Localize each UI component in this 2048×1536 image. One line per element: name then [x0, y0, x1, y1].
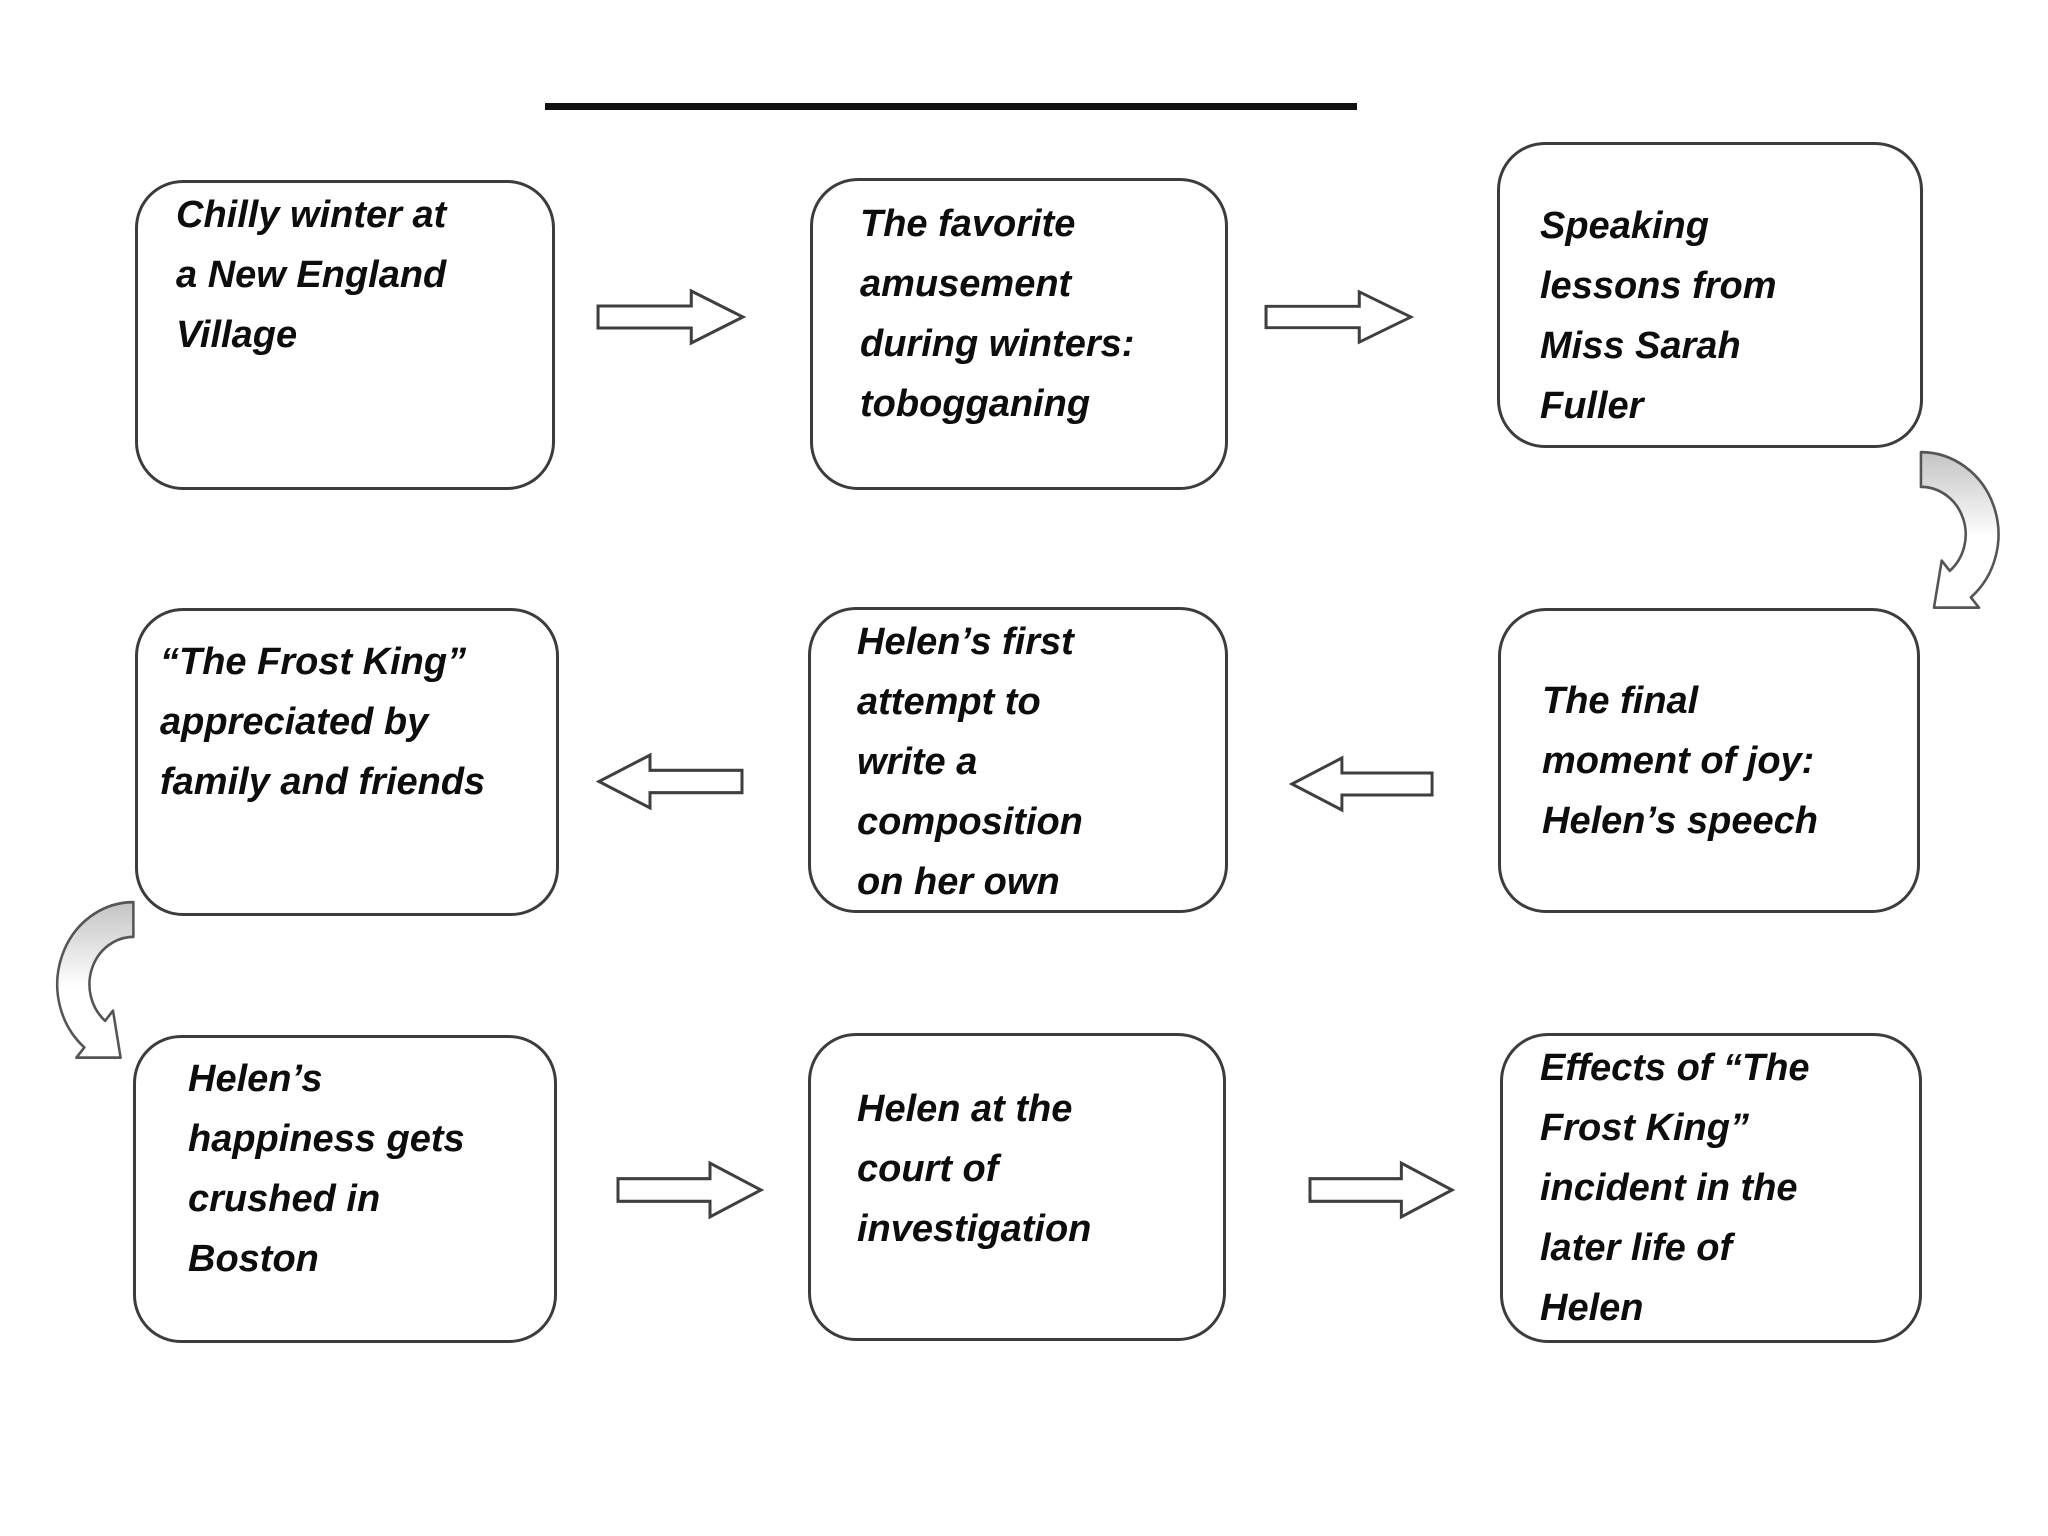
curved-arrow-down-icon-left [42, 893, 152, 1085]
curved-arrow-down-icon-right [1902, 443, 2014, 635]
flow-box-chilly-winter-text: Chilly winter at a New England Village [176, 194, 447, 356]
arrow-left-icon-b6-b5 [1288, 753, 1435, 815]
flow-box-favorite-amusement: The favorite amusement during winters: t… [810, 178, 1228, 490]
arrow-right-icon-b2-b3 [1263, 287, 1415, 347]
flow-box-happiness-crushed-text: Helen’s happiness gets crushed in Boston [188, 1058, 465, 1280]
flow-box-favorite-amusement-text: The favorite amusement during winters: t… [860, 203, 1135, 425]
flow-box-final-moment: The final moment of joy: Helen’s speech [1498, 608, 1920, 913]
flow-box-frost-king-appreciated-text: “The Frost King” appreciated by family a… [160, 641, 486, 803]
flow-box-frost-king-effects: Effects of “The Frost King” incident in … [1500, 1033, 1922, 1343]
flow-box-court-investigation-text: Helen at the court of investigation [857, 1088, 1092, 1250]
flow-box-chilly-winter: Chilly winter at a New England Village [135, 180, 555, 490]
flow-box-first-attempt-text: Helen’s first attempt to write a composi… [857, 621, 1083, 903]
title-underline-rule [545, 103, 1357, 110]
flow-box-frost-king-appreciated: “The Frost King” appreciated by family a… [135, 608, 559, 916]
flow-box-happiness-crushed: Helen’s happiness gets crushed in Boston [133, 1035, 557, 1343]
flow-box-speaking-lessons-text: Speaking lessons from Miss Sarah Fuller [1540, 205, 1777, 427]
flow-box-final-moment-text: The final moment of joy: Helen’s speech [1542, 680, 1819, 842]
arrow-right-icon-b7-b8 [615, 1158, 765, 1222]
arrow-left-icon-b5-b4 [595, 750, 745, 813]
flow-box-speaking-lessons: Speaking lessons from Miss Sarah Fuller [1497, 142, 1923, 448]
flow-box-frost-king-effects-text: Effects of “The Frost King” incident in … [1540, 1047, 1810, 1329]
arrow-right-icon-b1-b2 [595, 286, 747, 348]
arrow-right-icon-b8-b9 [1307, 1158, 1456, 1222]
flow-box-first-attempt: Helen’s first attempt to write a composi… [808, 607, 1228, 913]
flow-box-court-investigation: Helen at the court of investigation [808, 1033, 1226, 1341]
